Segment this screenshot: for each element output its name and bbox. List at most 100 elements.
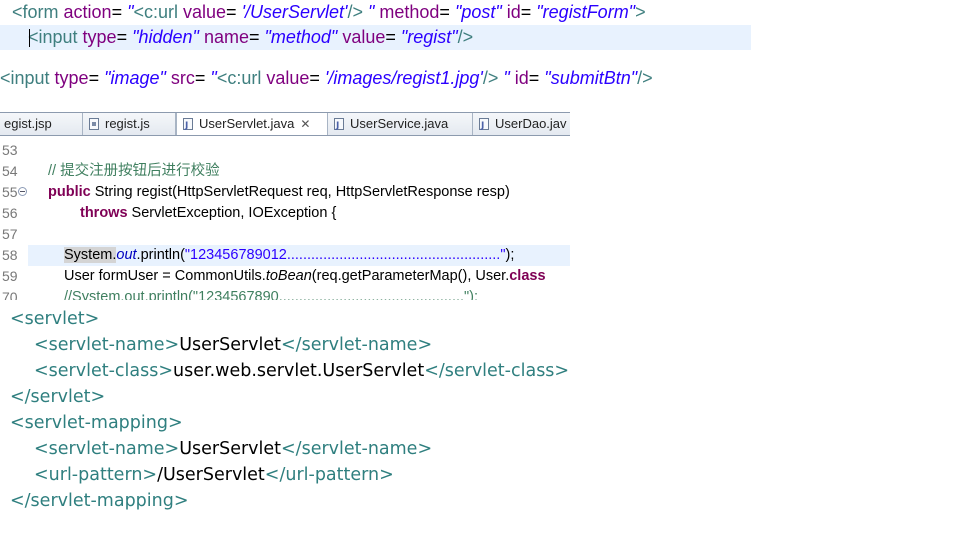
line-number: 55 — [2, 184, 18, 200]
system-class: System. — [64, 247, 117, 263]
js-file-icon — [89, 118, 99, 130]
static-method: toBean — [265, 268, 312, 284]
code-line-70: 70 //System.out.println("1234567890.....… — [0, 287, 570, 300]
quote: " — [498, 68, 510, 88]
code-line-58-current: 58 System.out.println("123456789012.....… — [0, 245, 570, 266]
equals: = — [520, 2, 532, 22]
quote: " — [362, 2, 375, 22]
input-open-tag: <input — [28, 27, 78, 47]
self-close: /> — [637, 68, 653, 88]
curl-tag: <c:url — [133, 2, 178, 22]
self-close: /> — [347, 2, 363, 22]
servlet-class-open-tag: <servlet-class> — [34, 361, 174, 381]
code-line-56: 56 throws ServletException, IOException … — [0, 203, 570, 224]
self-close: /> — [457, 27, 474, 47]
servlet-name-value: UserServlet — [179, 335, 282, 355]
code-text: (req.getParameterMap(), User. — [311, 268, 510, 284]
xml-line: <servlet-class>user.web.servlet.UserServ… — [0, 358, 960, 384]
text-cursor — [29, 29, 30, 47]
keyword-class: class — [509, 268, 546, 284]
equals: = — [528, 68, 540, 88]
code-area[interactable]: 53 54 // 提交注册按钮后进行校验 55 public String re… — [0, 140, 570, 300]
attr-type: type — [77, 27, 117, 47]
code-line-59: 59 User formUser = CommonUtils.toBean(re… — [0, 266, 570, 287]
tab-userdao-java[interactable]: UserDao.jav — [473, 113, 570, 135]
keyword-public: public — [48, 184, 91, 200]
println-call: .println( — [136, 247, 185, 263]
code-text: User formUser = CommonUtils. — [64, 268, 266, 284]
input-open-tag: <input — [0, 68, 50, 88]
java-file-icon — [479, 115, 489, 135]
servlet-open-tag: <servlet> — [10, 309, 100, 329]
servlet-class-value: user.web.servlet.UserServlet — [173, 361, 425, 381]
attr-method: method — [374, 2, 440, 22]
value-image-path: '/images/regist1.jpg' — [319, 68, 483, 88]
exceptions-text: ServletException, IOException { — [127, 205, 337, 221]
line-number: 56 — [2, 205, 18, 221]
servlet-close-tag: </servlet> — [10, 387, 106, 407]
attr-type: type — [49, 68, 89, 88]
attr-action: action — [58, 2, 112, 22]
tab-userservice-java[interactable]: UserService.java — [328, 113, 473, 135]
line-number: 58 — [0, 245, 28, 266]
value-hidden: "hidden" — [127, 27, 199, 47]
signature-text: String regist(HttpServletRequest req, Ht… — [90, 184, 510, 200]
xml-line: </servlet-mapping> — [0, 488, 960, 514]
code-line-55: 55 public String regist(HttpServletReque… — [0, 182, 570, 203]
equals: = — [248, 27, 260, 47]
fold-collapse-icon[interactable] — [18, 187, 27, 196]
string-literal: "123456789012...........................… — [184, 247, 506, 263]
equals: = — [111, 2, 123, 22]
java-file-icon — [334, 115, 344, 135]
equals: = — [439, 2, 450, 22]
servlet-mapping-close-tag: </servlet-mapping> — [10, 491, 189, 511]
tab-label: egist.jsp — [4, 116, 52, 131]
tobean-statement: User formUser = CommonUtils.toBean(req.g… — [64, 266, 546, 287]
value-post: "post" — [449, 2, 502, 22]
keyword-throws: throws — [80, 205, 128, 221]
servlet-name-open-tag: <servlet-name> — [34, 335, 180, 355]
line-number: 59 — [2, 268, 18, 284]
xml-line: <servlet-mapping> — [0, 410, 960, 436]
statement-end: ); — [505, 247, 515, 263]
quote: " — [205, 68, 217, 88]
println-statement: System.out.println("123456789012........… — [64, 245, 514, 266]
tab-regist-js[interactable]: regist.js — [83, 113, 176, 135]
jsp-hidden-input-line[interactable]: <input type= "hidden" name= "method" val… — [0, 25, 751, 50]
equals: = — [116, 27, 128, 47]
value-registform: "registForm" — [531, 2, 636, 22]
line-number: 54 — [2, 163, 18, 179]
url-pattern-open-tag: <url-pattern> — [34, 465, 158, 485]
value-regist: "regist" — [395, 27, 458, 47]
line-number: 53 — [2, 142, 18, 158]
equals: = — [309, 68, 320, 88]
java-editor: egist.jsp regist.js UserServlet.java✕ Us… — [0, 110, 570, 300]
value-userservlet: '/UserServlet' — [236, 2, 348, 22]
tab-userservlet-java[interactable]: UserServlet.java✕ — [176, 113, 328, 135]
attr-value: value — [261, 68, 310, 88]
close-tab-icon[interactable]: ✕ — [300, 117, 311, 131]
equals: = — [385, 27, 396, 47]
value-submitbtn: "submitBtn" — [539, 68, 638, 88]
value-method: "method" — [259, 27, 338, 47]
tab-label: UserService.java — [350, 116, 449, 131]
equals: = — [226, 2, 237, 22]
attr-value: value — [178, 2, 227, 22]
value-image: "image" — [99, 68, 166, 88]
web-xml-snippet[interactable]: <servlet> <servlet-name>UserServlet </ser… — [0, 306, 960, 514]
url-pattern-value: /UserServlet — [157, 465, 265, 485]
servlet-mapping-open-tag: <servlet-mapping> — [10, 413, 183, 433]
self-close: /> — [482, 68, 499, 88]
method-signature: public String regist(HttpServletRequest … — [48, 182, 510, 203]
xml-line: <url-pattern>/UserServlet</url-pattern> — [0, 462, 960, 488]
out-field: out — [116, 247, 137, 263]
tab-regist-jsp[interactable]: egist.jsp — [0, 113, 83, 135]
attr-name: name — [198, 27, 249, 47]
curl-tag: <c:url — [216, 68, 262, 88]
jsp-form-line[interactable]: <form action= "<c:url value= '/UserServl… — [12, 0, 646, 25]
jsp-image-input-line[interactable]: <input type= "image" src= "<c:url value=… — [0, 66, 653, 91]
equals: = — [194, 68, 206, 88]
attr-src: src — [165, 68, 195, 88]
throws-clause: throws ServletException, IOException { — [80, 203, 336, 224]
